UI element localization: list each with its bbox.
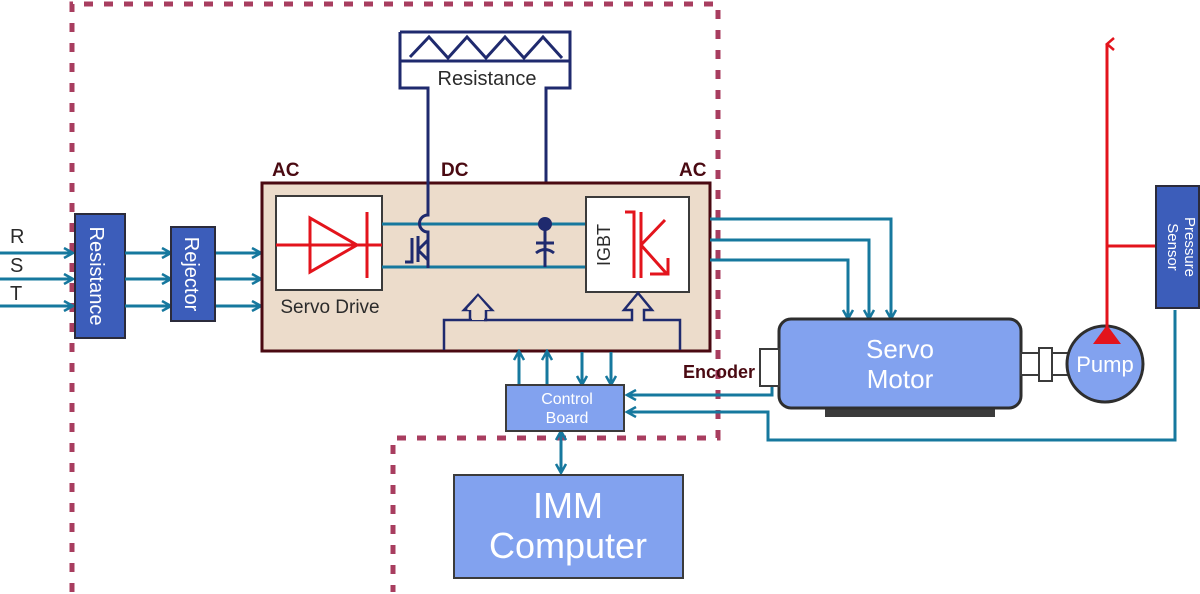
diode-icon	[276, 212, 382, 278]
igbt-box: IGBT	[585, 196, 690, 293]
phase-label-r: R	[10, 226, 24, 248]
pump-block: Pump	[1065, 324, 1145, 404]
pressure-feedback-line	[628, 310, 1177, 442]
hydraulic-output	[1093, 37, 1156, 344]
encoder-feedback-line	[628, 383, 774, 395]
gate-drive-bus	[442, 291, 682, 350]
pressure-sensor-label-line2: Sensor	[1164, 223, 1181, 271]
servo-motor-label-line1: Servo	[866, 334, 934, 364]
imm-computer-block: IMM Computer	[453, 474, 684, 579]
three-phase-inputs: R S T	[0, 226, 72, 306]
igbt-label: IGBT	[594, 224, 614, 266]
rejector-block: Rejector	[170, 226, 216, 322]
capacitor-icon	[535, 224, 555, 267]
control-board-block: Control Board	[505, 384, 625, 432]
brake-resistance-block: Resistance	[398, 30, 572, 224]
servo-motor-label-line2: Motor	[867, 364, 934, 394]
servo-drive-enclosure: Servo Drive IGBT	[260, 180, 712, 353]
bus-junction-dot	[538, 217, 552, 231]
control-board-label-line1: Control	[541, 391, 593, 408]
servo-drive-label: Servo Drive	[280, 297, 379, 318]
rectifier-box: Servo Drive	[275, 195, 383, 318]
drive-to-motor-phases	[710, 217, 891, 318]
stage-label-ac-out: AC	[679, 160, 707, 181]
imm-computer-label-line1: IMM	[533, 485, 603, 526]
pump-outlet-triangle-icon	[1093, 325, 1121, 344]
resistor-zigzag-icon	[408, 34, 564, 61]
stage-label-dc: DC	[441, 160, 469, 181]
phase-label-t: T	[10, 283, 22, 305]
motor-phase-v	[710, 238, 869, 318]
brake-resistance-label: Resistance	[438, 68, 537, 90]
input-resistance-label: Resistance	[85, 227, 107, 326]
brake-chopper-transistor-icon	[405, 180, 430, 268]
pressure-sensor-block: Pressure Sensor	[1155, 185, 1200, 309]
gate-arrow-rectifier-icon	[467, 296, 490, 320]
encoder-label: Encoder	[683, 362, 755, 382]
pump-label: Pump	[1076, 352, 1133, 377]
phase-label-s: S	[10, 255, 23, 277]
rejector-label: Rejector	[180, 237, 202, 312]
servo-motor-block: Servo Motor	[777, 317, 1023, 417]
pressure-sensor-label-line1: Pressure	[1181, 217, 1198, 277]
igbt-transistor-icon	[625, 210, 670, 278]
imm-computer-label-line2: Computer	[489, 525, 647, 566]
encoder-block: Encoder	[683, 348, 780, 387]
stage-label-ac-in: AC	[272, 160, 300, 181]
control-board-label-line2: Board	[546, 410, 589, 427]
input-resistance-block: Resistance	[74, 213, 126, 339]
motor-pump-coupling	[1020, 347, 1070, 382]
motor-phase-w	[710, 258, 848, 318]
motor-phase-u	[710, 217, 891, 318]
